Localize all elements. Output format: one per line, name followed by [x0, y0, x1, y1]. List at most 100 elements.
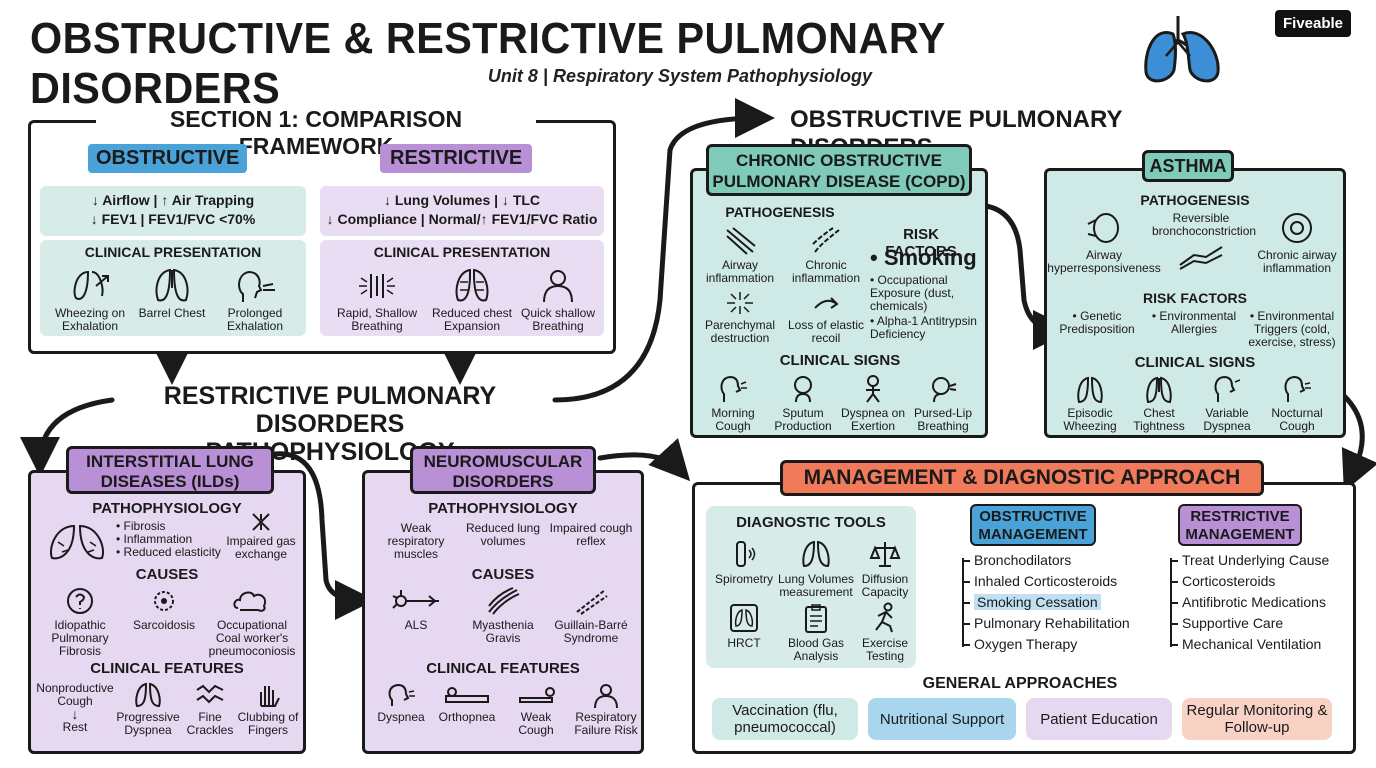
obs-mgmt-smoking-cessation: Smoking Cessation: [962, 592, 1138, 613]
asthma-risk-triggers: • Environmental Triggers (cold, exercise…: [1248, 309, 1336, 349]
ild-patho-title: PATHOPHYSIOLOGY: [92, 500, 242, 517]
asthma-bronchoconstriction: Reversible bronchoconstriction: [1152, 212, 1256, 274]
bronchus-icon: [1087, 213, 1119, 243]
restrictive-line2: ↓ Compliance | Normal/↑ FEV1/FVC Ratio: [326, 211, 598, 227]
asthma-signs-title: CLINICAL SIGNS: [1134, 354, 1256, 371]
general-vaccination: Vaccination (flu, pneumococcal): [712, 698, 858, 740]
cough-icon: [1284, 375, 1311, 402]
neuro-patho-reduced-volumes: Reduced lung volumes: [465, 521, 541, 548]
restrictive-management-list: Treat Underlying Cause Corticosteroids A…: [1170, 550, 1346, 655]
obs-mgmt-pulmonary-rehab: Pulmonary Rehabilitation: [962, 613, 1138, 634]
chest-icon: [1146, 376, 1172, 404]
clipboard-icon: [805, 604, 827, 633]
brand-logo: Fiveable: [1275, 10, 1352, 37]
diag-diffusion: Diffusion Capacity: [856, 538, 914, 599]
neuro-causes-title: CAUSES: [471, 566, 535, 583]
res-mgmt-underlying-cause: Treat Underlying Cause: [1170, 550, 1346, 571]
general-nutritional-support: Nutritional Support: [868, 698, 1016, 740]
ild-label: INTERSTITIAL LUNG DISEASES (ILDs): [66, 446, 274, 494]
cause-ipf: Idiopathic Pulmonary Fibrosis: [36, 586, 124, 658]
general-patient-education: Patient Education: [1026, 698, 1172, 740]
patient-icon: [594, 684, 618, 708]
airway-icon: [726, 227, 756, 255]
asthma-hyperresponsiveness: Airway hyperresponsiveness: [1046, 210, 1162, 275]
cause-guillain-barre: Guillain-Barré Syndrome: [548, 586, 634, 645]
restrictive-clinical-box: CLINICAL PRESENTATION: [320, 240, 604, 336]
person-exhaling-icon: [238, 270, 275, 302]
dust-cloud-icon: [233, 591, 266, 612]
copd-signs-title: CLINICAL SIGNS: [779, 352, 901, 369]
lungs-arrow-icon: [73, 270, 109, 300]
feature-dyspnea: Dyspnea: [370, 682, 432, 724]
neuromuscular-label: NEUROMUSCULAR DISORDERS: [410, 446, 596, 494]
copd-parenchymal-destruction: Parenchymal destruction: [700, 290, 780, 345]
diag-lung-volumes: Lung Volumes measurement: [776, 538, 856, 599]
constricted-airway-icon: [1179, 246, 1223, 270]
restrictive-clinical-title: CLINICAL PRESENTATION: [373, 244, 551, 260]
muscle-fiber-icon: [488, 587, 520, 615]
clinical-item-rapid-shallow: Rapid, Shallow Breathing: [326, 268, 428, 333]
obstructive-management-list: Bronchodilators Inhaled Corticosteroids …: [962, 550, 1138, 655]
crackles-icon: [196, 684, 224, 704]
general-monitoring: Regular Monitoring & Follow-up: [1182, 698, 1332, 740]
res-mgmt-antifibrotic: Antifibrotic Medications: [1170, 592, 1346, 613]
inflamed-tissue-icon: [812, 227, 840, 253]
copd-risk-title: RISK FACTORS: [885, 226, 957, 260]
sputum-icon: [794, 376, 812, 403]
coughing-head-icon: [720, 375, 747, 402]
copd-sign-pursed-lip: Pursed-Lip Breathing: [908, 374, 978, 433]
restrictive-management-label: RESTRICTIVE MANAGEMENT: [1178, 504, 1302, 546]
diag-spirometry: Spirometry: [710, 538, 778, 586]
feature-respiratory-failure: Respiratory Failure Risk: [570, 682, 642, 737]
diag-exercise-testing: Exercise Testing: [856, 602, 914, 663]
scale-icon: [869, 542, 901, 567]
pursed-lip-icon: [932, 377, 957, 403]
copd-sign-dyspnea-exertion: Dyspnea on Exertion: [838, 374, 908, 433]
cause-occupational: Occupational Coal worker's pneumoconiosi…: [204, 586, 300, 658]
wheezing-icon: [1077, 376, 1103, 404]
unknown-cause-icon: [67, 588, 93, 614]
copd-risk-list: • Occupational Exposure (dust, chemicals…: [870, 273, 977, 341]
barrel-chest-icon: [155, 268, 189, 302]
feature-nonproductive-cough: Nonproductive Cough ↓ Rest: [36, 681, 114, 734]
clinical-item-wheezing: Wheezing on Exhalation: [48, 268, 132, 333]
diagnostic-tools-box: DIAGNOSTIC TOOLS: [706, 506, 916, 668]
granuloma-icon: [154, 591, 174, 611]
ct-scan-icon: [730, 604, 758, 632]
obstructive-label: OBSTRUCTIVE: [88, 144, 248, 173]
obstructive-line1: ↓ Airflow | ↑ Air Trapping: [91, 192, 255, 208]
recoil-arrow-icon: [814, 297, 839, 309]
asthma-sign-nocturnal-cough: Nocturnal Cough: [1262, 374, 1332, 433]
restrictive-summary: ↓ Lung Volumes | ↓ TLC ↓ Compliance | No…: [320, 186, 604, 236]
obstructive-clinical-title: CLINICAL PRESENTATION: [84, 244, 262, 260]
obstructive-management-label: OBSTRUCTIVE MANAGEMENT: [970, 504, 1096, 546]
asthma-risk-allergies: • Environmental Allergies: [1151, 309, 1237, 336]
neuron-icon: [392, 590, 439, 609]
res-mgmt-supportive-care: Supportive Care: [1170, 613, 1346, 634]
page-title: OBSTRUCTIVE & RESTRICTIVE PULMONARY DISO…: [30, 14, 945, 113]
lying-person-icon: [445, 687, 489, 703]
fibrotic-lungs-icon: [50, 524, 104, 560]
copd-patho-title: PATHOGENESIS: [725, 204, 835, 220]
feature-clubbing: Clubbing of Fingers: [236, 682, 300, 737]
obs-mgmt-inhaled-corticosteroids: Inhaled Corticosteroids: [962, 571, 1138, 592]
diag-blood-gas: Blood Gas Analysis: [776, 602, 856, 663]
obs-mgmt-oxygen-therapy: Oxygen Therapy: [962, 634, 1138, 655]
feature-progressive-dyspnea: Progressive Dyspnea: [114, 682, 182, 737]
clinical-item-reduced-expansion: Reduced chest Expansion: [428, 268, 516, 333]
lungs-icon: [1144, 16, 1220, 83]
ild-impaired-gas-exchange: Impaired gas exchange: [222, 512, 300, 561]
neuro-patho-weak-muscles: Weak respiratory muscles: [387, 521, 445, 561]
obstructive-line2: ↓ FEV1 | FEV1/FVC <70%: [90, 211, 256, 227]
hand-icon: [260, 686, 280, 707]
rapid-breathing-icon: [359, 274, 395, 298]
nerve-damage-icon: [576, 589, 608, 615]
restrictive-line1: ↓ Lung Volumes | ↓ TLC: [383, 192, 541, 208]
feature-fine-crackles: Fine Crackles: [182, 682, 238, 737]
copd-airway-inflammation: Airway inflammation: [700, 226, 780, 285]
asthma-sign-chest-tightness: Chest Tightness: [1126, 374, 1192, 433]
person-breathing-icon: [543, 270, 573, 303]
breathing-head-icon: [1214, 375, 1241, 402]
copd-loss-elastic-recoil: Loss of elastic recoil: [784, 290, 868, 345]
